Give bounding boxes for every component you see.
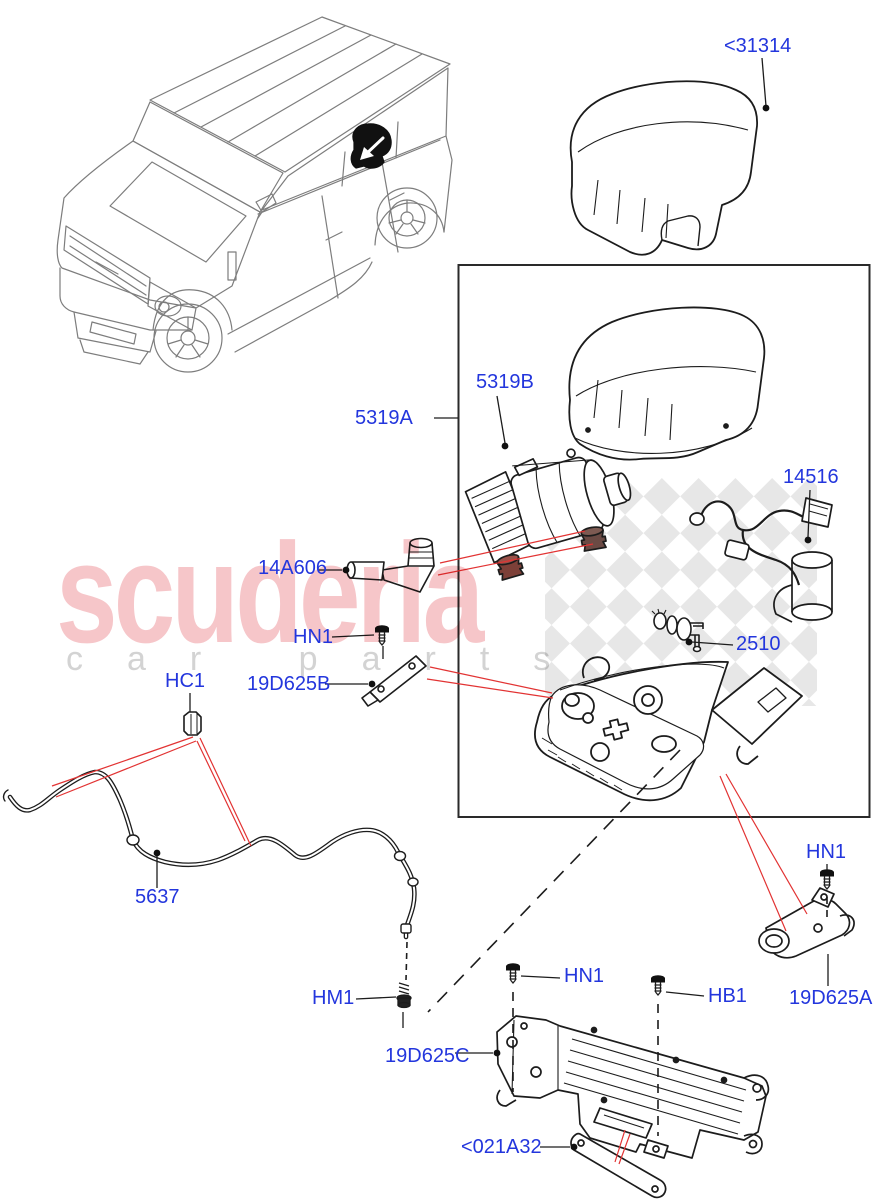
nut-hn1-mid — [505, 962, 521, 984]
dashed-lines — [405, 749, 828, 1136]
bracket-19d625b-drawing — [361, 655, 427, 707]
part-label-021a32[interactable]: <021A32 — [461, 1136, 542, 1158]
cover-inbox-drawing — [568, 306, 766, 461]
leader-lines — [156, 57, 829, 1148]
bolt-hb1 — [650, 974, 666, 996]
clip-hc1-drawing — [183, 711, 202, 736]
vehicle-illustration — [56, 16, 453, 373]
nut-hn1-right — [819, 868, 835, 890]
bracket-19d625a-drawing — [758, 887, 855, 959]
part-label-19d625a[interactable]: 19D625A — [789, 987, 873, 1009]
highlighted-part-location — [350, 123, 392, 169]
part-label-19d625b[interactable]: 19D625B — [247, 673, 331, 695]
part-label-5319b[interactable]: 5319B — [476, 371, 534, 393]
part-label-19d625c[interactable]: 19D625C — [385, 1045, 470, 1067]
part-label-14a606[interactable]: 14A606 — [258, 557, 327, 579]
tray-drawing — [534, 656, 803, 802]
part-label-hn1-mid[interactable]: HN1 — [564, 965, 605, 987]
valve-14a606-drawing — [346, 537, 435, 593]
assembly-5319a-box — [457, 264, 871, 818]
red-leader-lines — [51, 530, 808, 1165]
nut-hn1-top — [374, 624, 390, 646]
harness-drawing — [689, 497, 833, 623]
bracket-19d625c-drawing — [496, 1015, 770, 1159]
part-label-hn1-right[interactable]: HN1 — [806, 841, 847, 863]
part-label-14516[interactable]: 14516 — [783, 466, 839, 488]
part-label-hn1-top[interactable]: HN1 — [293, 626, 334, 648]
part-label-5637[interactable]: 5637 — [135, 886, 180, 908]
screw-hm1-drawing — [396, 982, 412, 1009]
cover-31314-drawing — [569, 80, 758, 256]
part-label-hc1[interactable]: HC1 — [165, 670, 206, 692]
tube-5637-drawing — [2, 769, 419, 940]
part-label-5319a[interactable]: 5319A — [355, 407, 413, 429]
part-label-hb1[interactable]: HB1 — [708, 985, 747, 1007]
valve-2510-drawing — [651, 608, 704, 653]
leader-dots — [153, 104, 812, 1151]
part-label-2510[interactable]: 2510 — [736, 633, 781, 655]
part-label-31314[interactable]: <31314 — [724, 35, 792, 57]
part-label-hm1[interactable]: HM1 — [312, 987, 355, 1009]
